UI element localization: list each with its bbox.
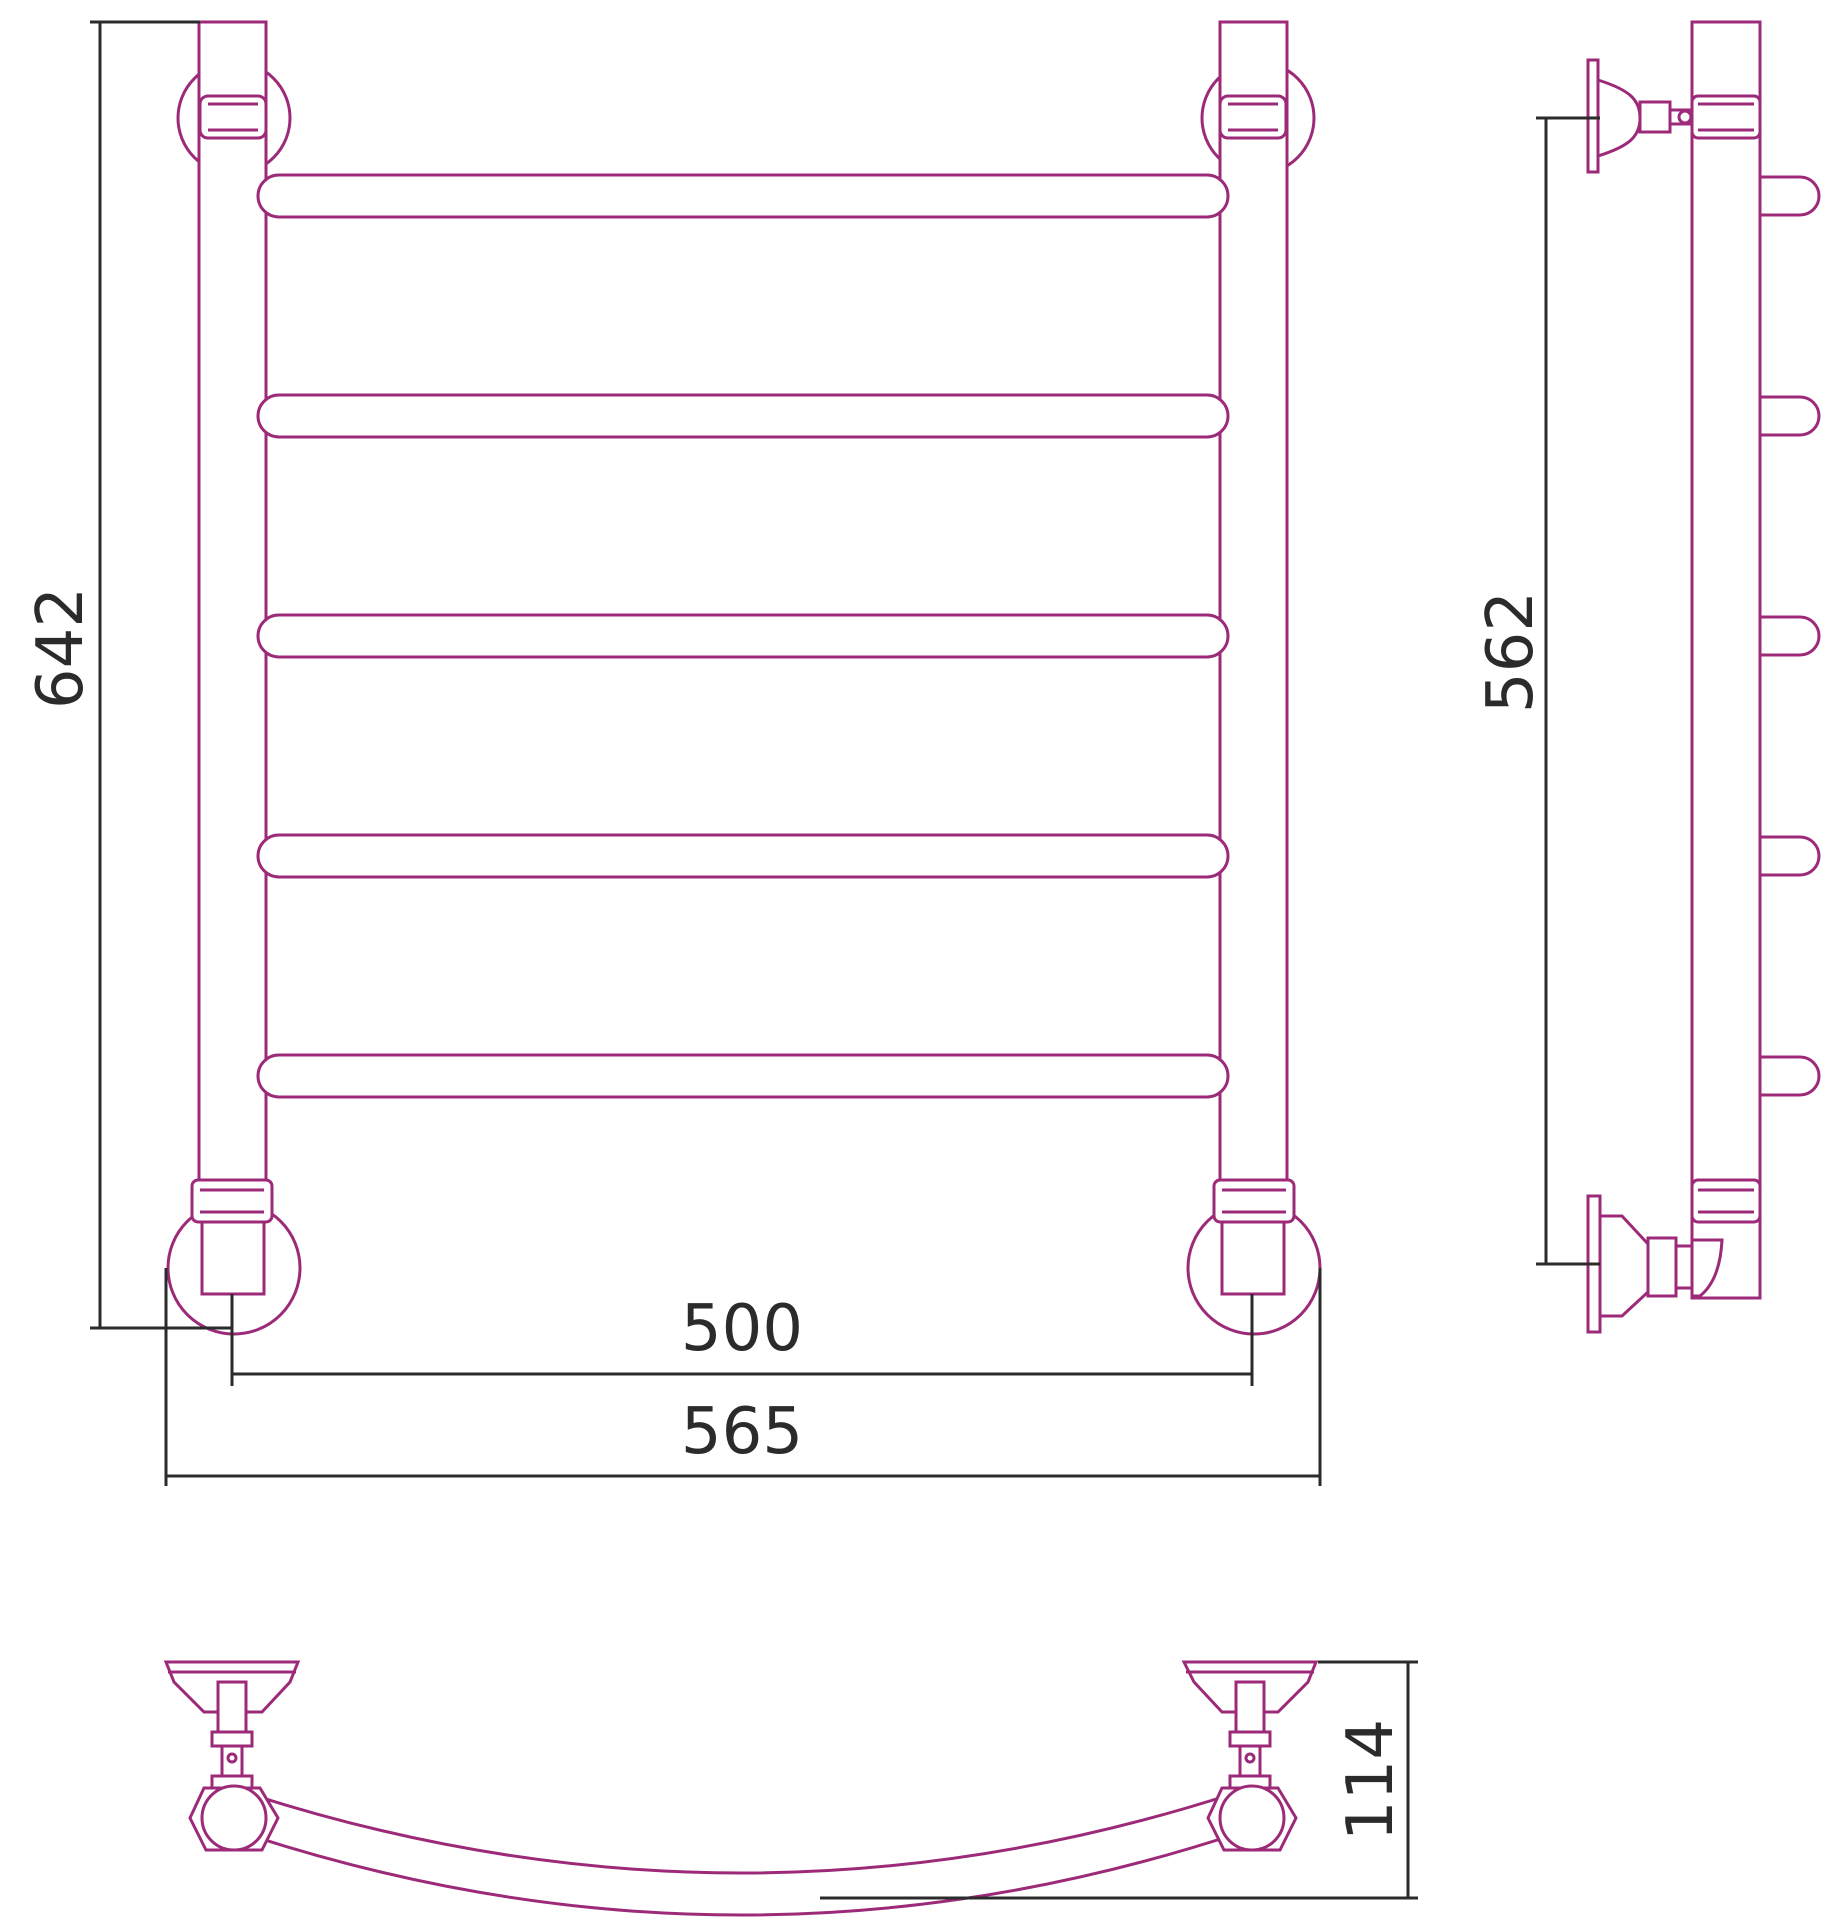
overall-width-label: 565 [681,1395,803,1469]
overall-height-label: 642 [24,587,98,709]
side-rail-stub [1758,1055,1821,1097]
front-dimension-lines [90,20,1322,1486]
horizontal-rail [256,173,1230,219]
side-bottom-nut [1690,1178,1762,1224]
top-view [163,1660,1319,1917]
bottom-left-nut [190,1178,274,1224]
depth-label: 114 [1334,1719,1408,1841]
side-rail-stub [1758,175,1821,217]
side-top-wall-bracket [1586,58,1694,174]
pipe-spacing-label: 500 [681,1292,803,1366]
left-vertical-pipe [197,20,268,1188]
bottom-left-valve-body [200,1220,266,1296]
top-view-dimension-lines [820,1660,1418,1900]
bottom-right-nut [1212,1178,1296,1224]
bottom-right-valve-body [1220,1220,1286,1296]
side-dimension-lines [1536,116,1600,1266]
front-view [166,20,1322,1336]
side-rail-stubs [1758,175,1821,1097]
side-view [1586,20,1821,1334]
top-left-nut [198,94,268,140]
side-rail-stub [1758,395,1821,437]
side-top-nut [1690,94,1762,140]
horizontal-rail [256,833,1230,879]
side-vertical-pipe [1690,20,1762,1300]
horizontal-rail [256,613,1230,659]
top-view-left-bracket [163,1660,301,1852]
side-rail-stub [1758,835,1821,877]
side-bottom-wall-bracket [1586,1194,1724,1334]
top-view-right-bracket [1181,1660,1319,1852]
horizontal-rails [256,173,1230,1099]
horizontal-rail [256,1053,1230,1099]
mount-spacing-label: 562 [1474,591,1548,713]
right-vertical-pipe [1218,20,1289,1188]
side-rail-stub [1758,615,1821,657]
top-right-nut [1218,94,1288,140]
horizontal-rail [256,393,1230,439]
